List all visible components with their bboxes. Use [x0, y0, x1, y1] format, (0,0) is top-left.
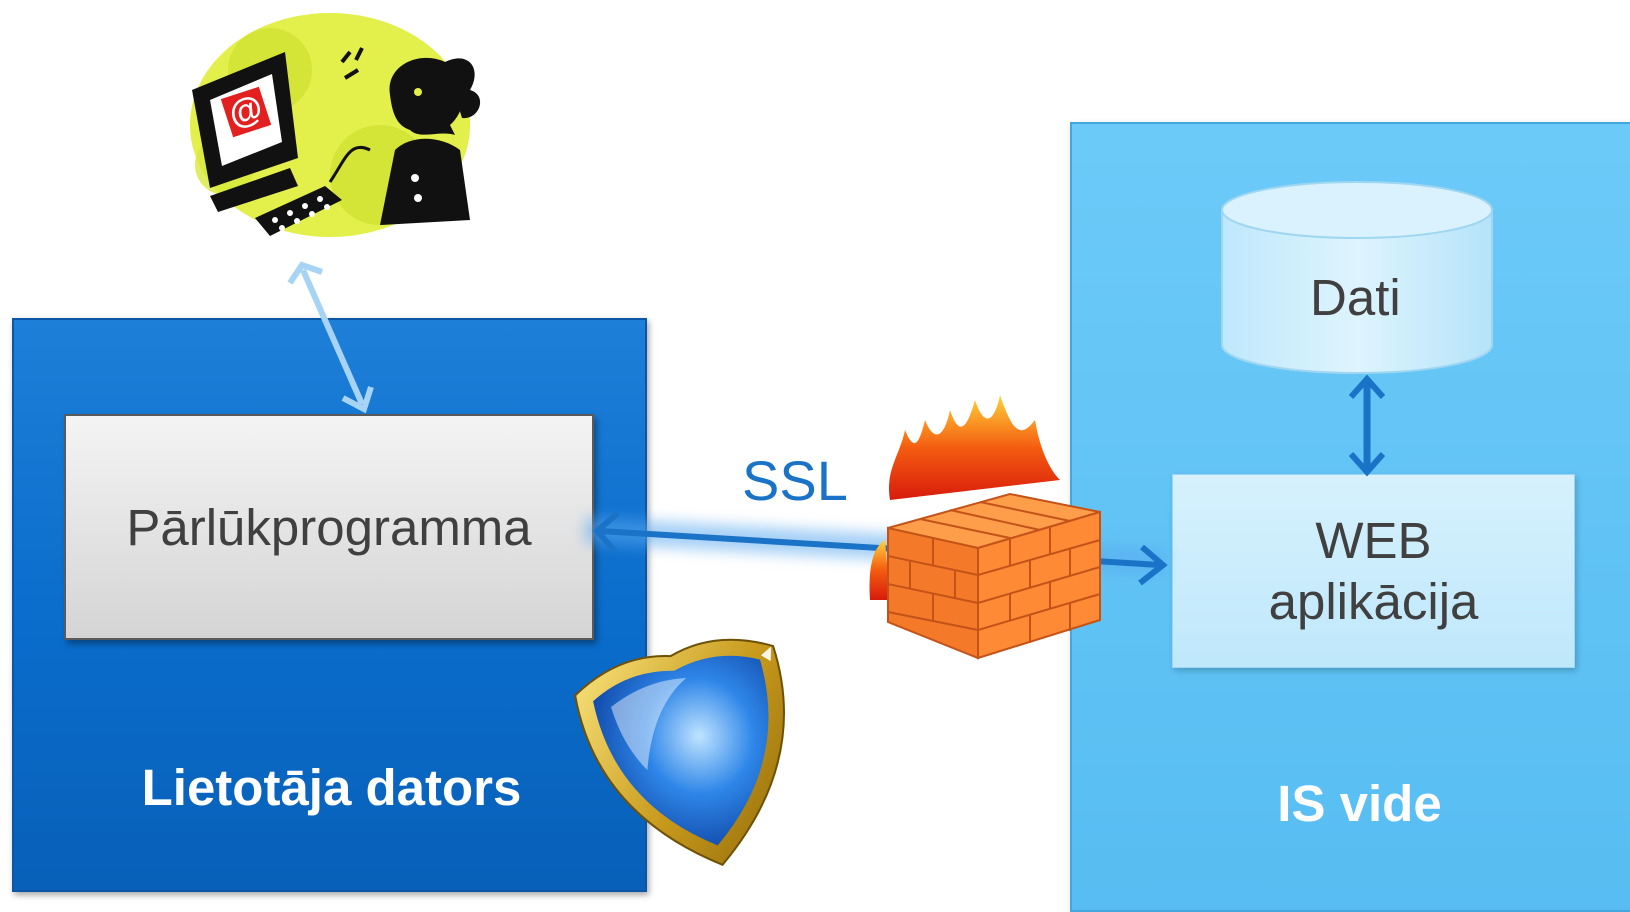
user-computer-box: Pārlūkprogramma Lietotāja dators	[12, 318, 647, 892]
user-computer-label: Lietotāja dators	[141, 759, 522, 816]
db-webapp-arrow	[1348, 374, 1386, 477]
user-browser-arrow	[287, 261, 374, 414]
browser-box: Pārlūkprogramma	[64, 414, 594, 640]
user-at-computer-icon: @	[190, 13, 481, 237]
database-label: Dati	[1310, 269, 1401, 326]
web-application-box: WEB aplikācija	[1172, 474, 1575, 668]
is-environment-box: WEB aplikācija IS vide	[1070, 122, 1630, 912]
firewall-icon	[869, 395, 1101, 660]
webapp-label-line2: aplikācija	[1268, 573, 1479, 630]
security-shield-icon	[574, 638, 785, 866]
webapp-label-line1: WEB	[1315, 511, 1432, 569]
is-environment-label: IS vide	[1277, 775, 1442, 832]
ssl-label: SSL	[742, 449, 848, 512]
browser-label: Pārlūkprogramma	[126, 498, 532, 556]
database-icon	[1221, 181, 1493, 374]
